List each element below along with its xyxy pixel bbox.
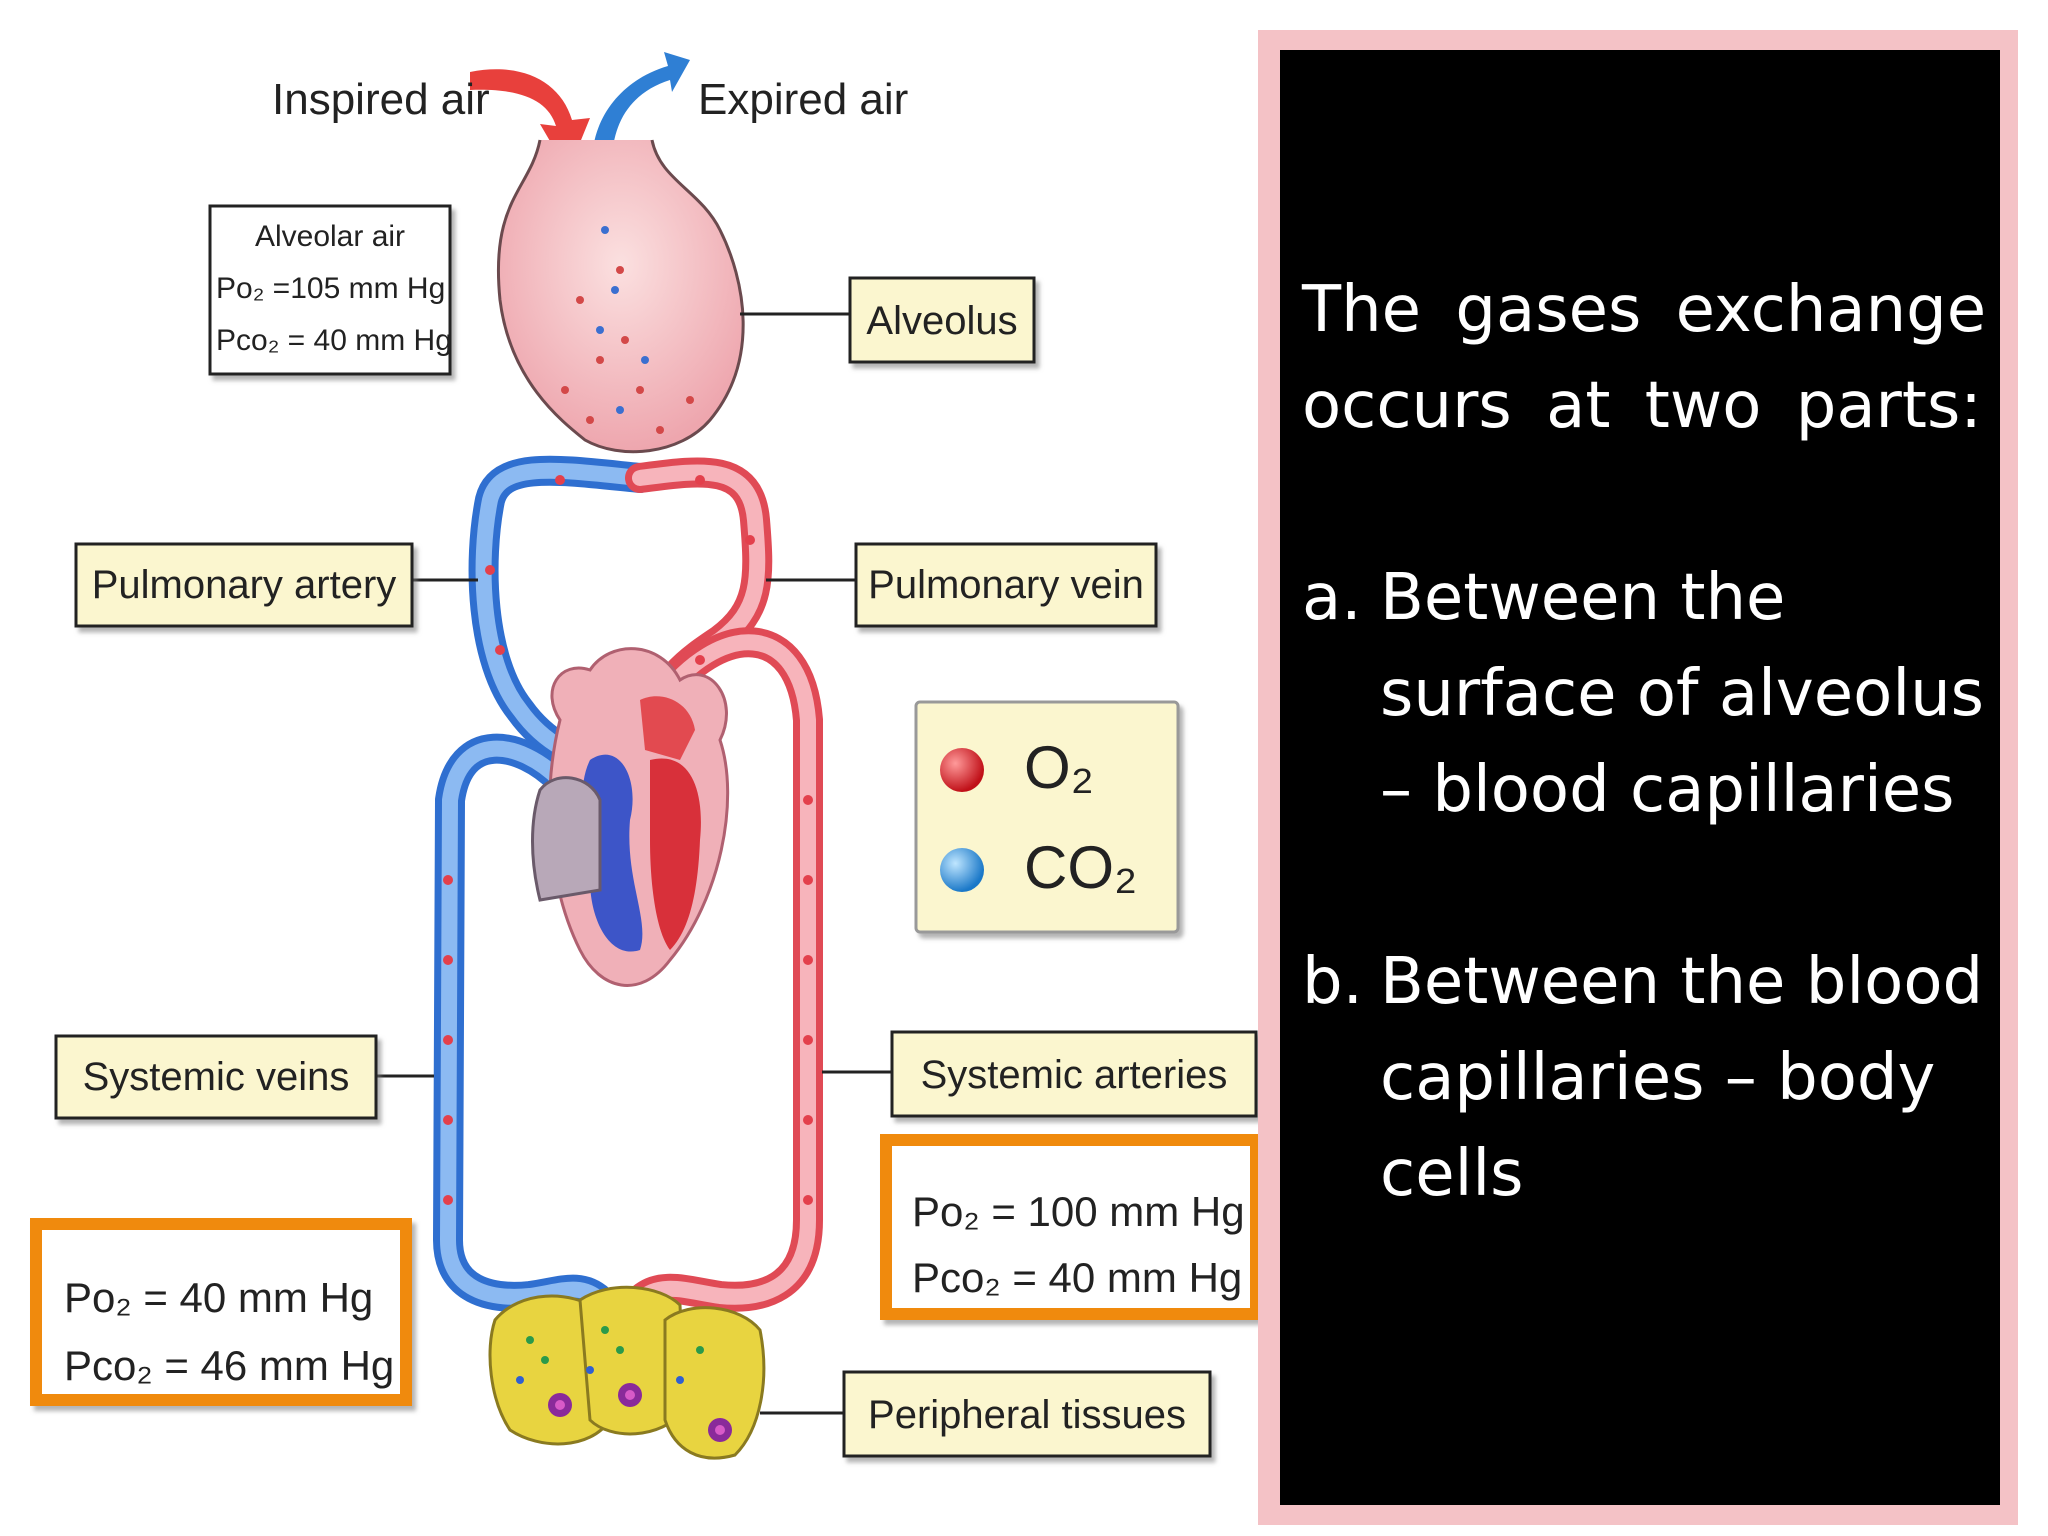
pulmonary-artery-label-box: [74, 542, 414, 628]
systemic-arteries-label: Systemic arteries: [921, 1053, 1228, 1097]
pulmonary-vein-label: Pulmonary vein: [868, 563, 1144, 607]
text-panel-content: The gases exchange occurs at two parts: …: [1302, 262, 1992, 1222]
list-item-a: a. Between the surface of alveolus – blo…: [1302, 550, 1992, 838]
text-panel: [1280, 50, 2000, 1505]
co2-legend-icon: [940, 848, 984, 892]
list-item-b: b. Between the blood capillaries – body …: [1302, 934, 1992, 1222]
pulmonary-artery-label: Pulmonary artery: [92, 563, 397, 607]
list-text-b: Between the blood capillaries – body cel…: [1380, 945, 1984, 1211]
expired-air-arrow: [591, 52, 690, 170]
arterial-values-box: [880, 1134, 1262, 1320]
peripheral-tissues-label-box: [842, 1370, 1212, 1458]
list-marker-a: a.: [1302, 561, 1362, 635]
heart-illustration: [531, 647, 730, 987]
peripheral-tissue-cells: [488, 1285, 766, 1460]
peripheral-tissues-label: Peripheral tissues: [868, 1393, 1186, 1437]
venous-pco2: Pco₂ = 46 mm Hg: [64, 1342, 394, 1389]
arterial-po2: Po₂ = 100 mm Hg: [912, 1188, 1245, 1235]
systemic-arteries-label-box: [890, 1030, 1258, 1118]
systemic-veins-label-box: [54, 1034, 378, 1120]
alveolus-shape: [497, 139, 745, 454]
co2-legend-label: CO₂: [1024, 834, 1137, 901]
alveolar-air-title: Alveolar air: [255, 220, 405, 253]
list-marker-b: b.: [1302, 945, 1363, 1019]
panel-intro: The gases exchange occurs at two parts:: [1302, 273, 1987, 443]
alveolar-air-box: [208, 204, 452, 376]
systemic-veins-label: Systemic veins: [83, 1055, 350, 1099]
pulmonary-vein-label-box: [854, 542, 1158, 628]
venous-po2: Po₂ = 40 mm Hg: [64, 1274, 373, 1321]
alveolar-air-po2: Po₂ =105 mm Hg: [216, 272, 445, 305]
alveolus-label-box: [848, 276, 1036, 364]
list-text-a: Between the surface of alveolus – blood …: [1380, 561, 1984, 827]
alveolus-label: Alveolus: [866, 299, 1017, 343]
expired-air-label: Expired air: [698, 75, 908, 124]
o2-legend-icon: [940, 748, 984, 792]
venous-values-box: [30, 1218, 412, 1406]
alveolar-air-pco2: Pco₂ = 40 mm Hg: [216, 324, 452, 357]
inspired-air-label: Inspired air: [272, 75, 490, 124]
arterial-pco2: Pco₂ = 40 mm Hg: [912, 1254, 1242, 1301]
circulation-diagram: Inspired air Expired air Alveolar air Po…: [30, 52, 1262, 1460]
o2-legend-label: O₂: [1024, 734, 1094, 801]
